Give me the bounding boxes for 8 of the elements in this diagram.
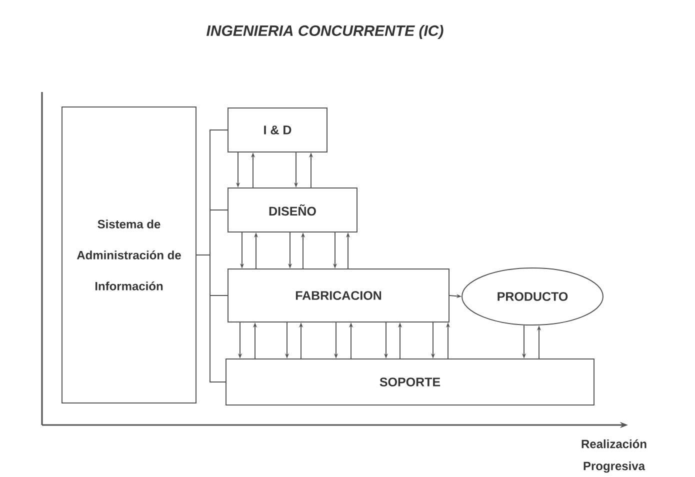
title: INGENIERIA CONCURRENTE (IC) [206,25,444,39]
bus-line [196,254,226,382]
system-panel: Sistema de Administración de Información [62,106,196,404]
process-box: DISEÑO [228,188,358,232]
process-box: SOPORTE [226,358,594,406]
process-box: I & D [228,108,328,152]
process-box: FABRICACION [228,268,450,322]
axis-label: Realización Progresiva [582,439,646,473]
